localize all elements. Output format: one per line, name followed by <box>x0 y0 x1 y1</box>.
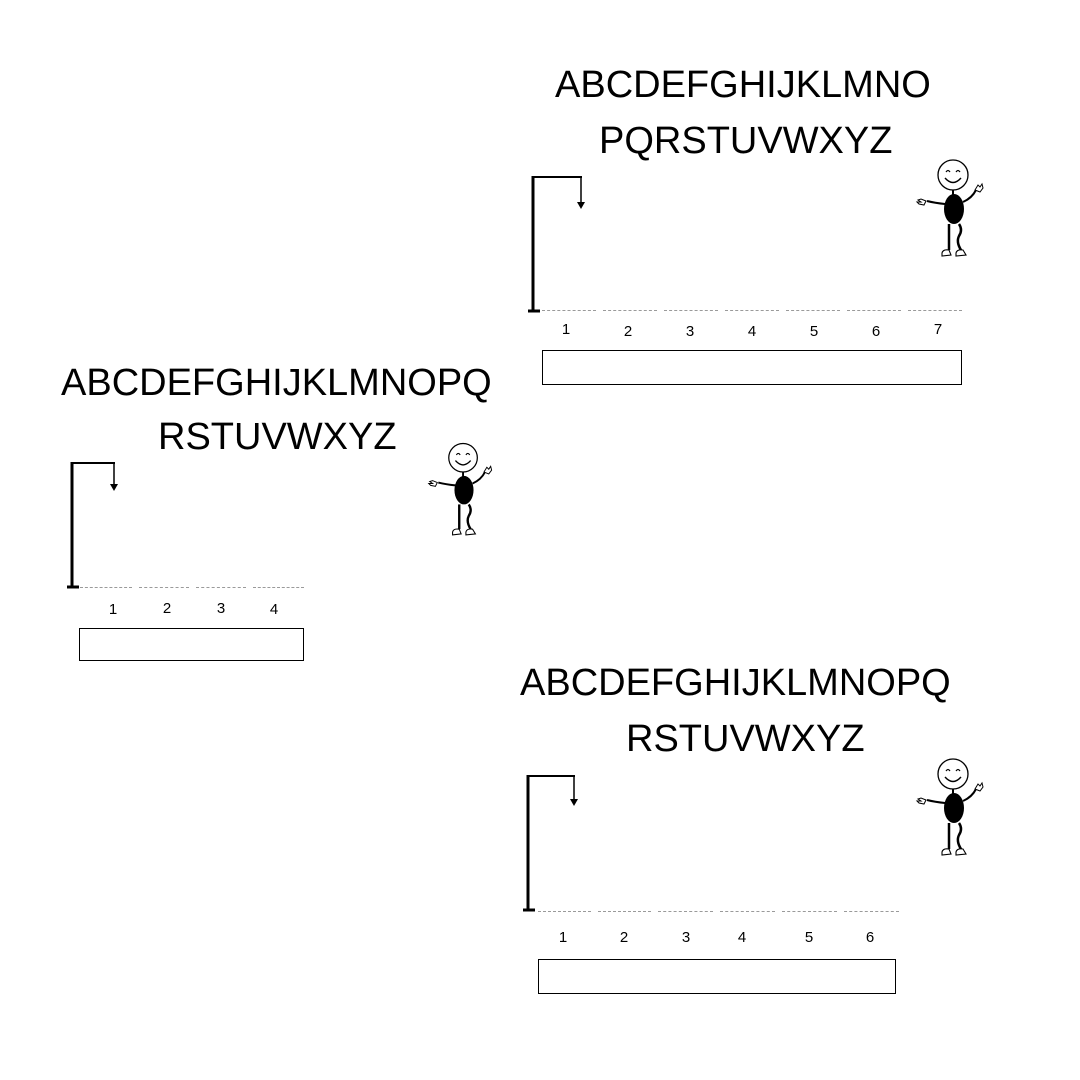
alphabet-line-2[interactable]: RSTUVWXYZ <box>626 718 865 760</box>
slot-number: 3 <box>681 929 691 946</box>
letter-slot <box>844 911 899 912</box>
letter-slot <box>139 587 189 588</box>
letter-slot <box>664 310 718 311</box>
alphabet-line-1[interactable]: ABCDEFGHIJKLMNO <box>555 64 931 106</box>
gallows-icon <box>67 462 118 589</box>
slot-number: 4 <box>269 601 279 618</box>
letter-slot <box>908 310 962 311</box>
letter-slot <box>786 310 840 311</box>
smiling-stick-figure-icon <box>915 758 984 856</box>
letter-slot <box>542 310 596 311</box>
slot-number: 5 <box>804 929 814 946</box>
slot-number: 3 <box>216 600 226 617</box>
slot-number: 1 <box>561 321 571 338</box>
slot-number: 4 <box>747 323 757 340</box>
answer-box[interactable] <box>542 350 962 385</box>
letter-slot <box>603 310 657 311</box>
slot-number: 6 <box>871 323 881 340</box>
slot-number: 5 <box>809 323 819 340</box>
slot-number: 2 <box>162 600 172 617</box>
slot-number: 2 <box>619 929 629 946</box>
letter-slot <box>196 587 246 588</box>
slot-number: 3 <box>685 323 695 340</box>
letter-slot <box>720 911 775 912</box>
slot-number: 6 <box>865 929 875 946</box>
smiling-stick-figure-icon <box>427 442 493 536</box>
slot-number: 1 <box>108 601 118 618</box>
smiling-stick-figure-icon <box>915 159 984 257</box>
letter-slot <box>847 310 901 311</box>
letter-slot <box>725 310 779 311</box>
answer-box[interactable] <box>79 628 304 661</box>
slot-number: 7 <box>933 321 943 338</box>
letter-slot <box>658 911 713 912</box>
letter-slot <box>598 911 651 912</box>
letter-slot <box>782 911 837 912</box>
alphabet-line-1[interactable]: ABCDEFGHIJKLMNOPQ <box>520 662 951 704</box>
gallows-icon <box>523 775 578 912</box>
answer-box[interactable] <box>538 959 896 994</box>
letter-slot <box>80 587 132 588</box>
slot-number: 2 <box>623 323 633 340</box>
letter-slot <box>253 587 304 588</box>
letter-slot <box>538 911 591 912</box>
alphabet-line-1[interactable]: ABCDEFGHIJKLMNOPQ <box>61 362 492 404</box>
slot-number: 4 <box>737 929 747 946</box>
alphabet-line-2[interactable]: RSTUVWXYZ <box>158 416 397 458</box>
alphabet-line-2[interactable]: PQRSTUVWXYZ <box>599 120 893 162</box>
gallows-icon <box>528 176 585 313</box>
slot-number: 1 <box>558 929 568 946</box>
